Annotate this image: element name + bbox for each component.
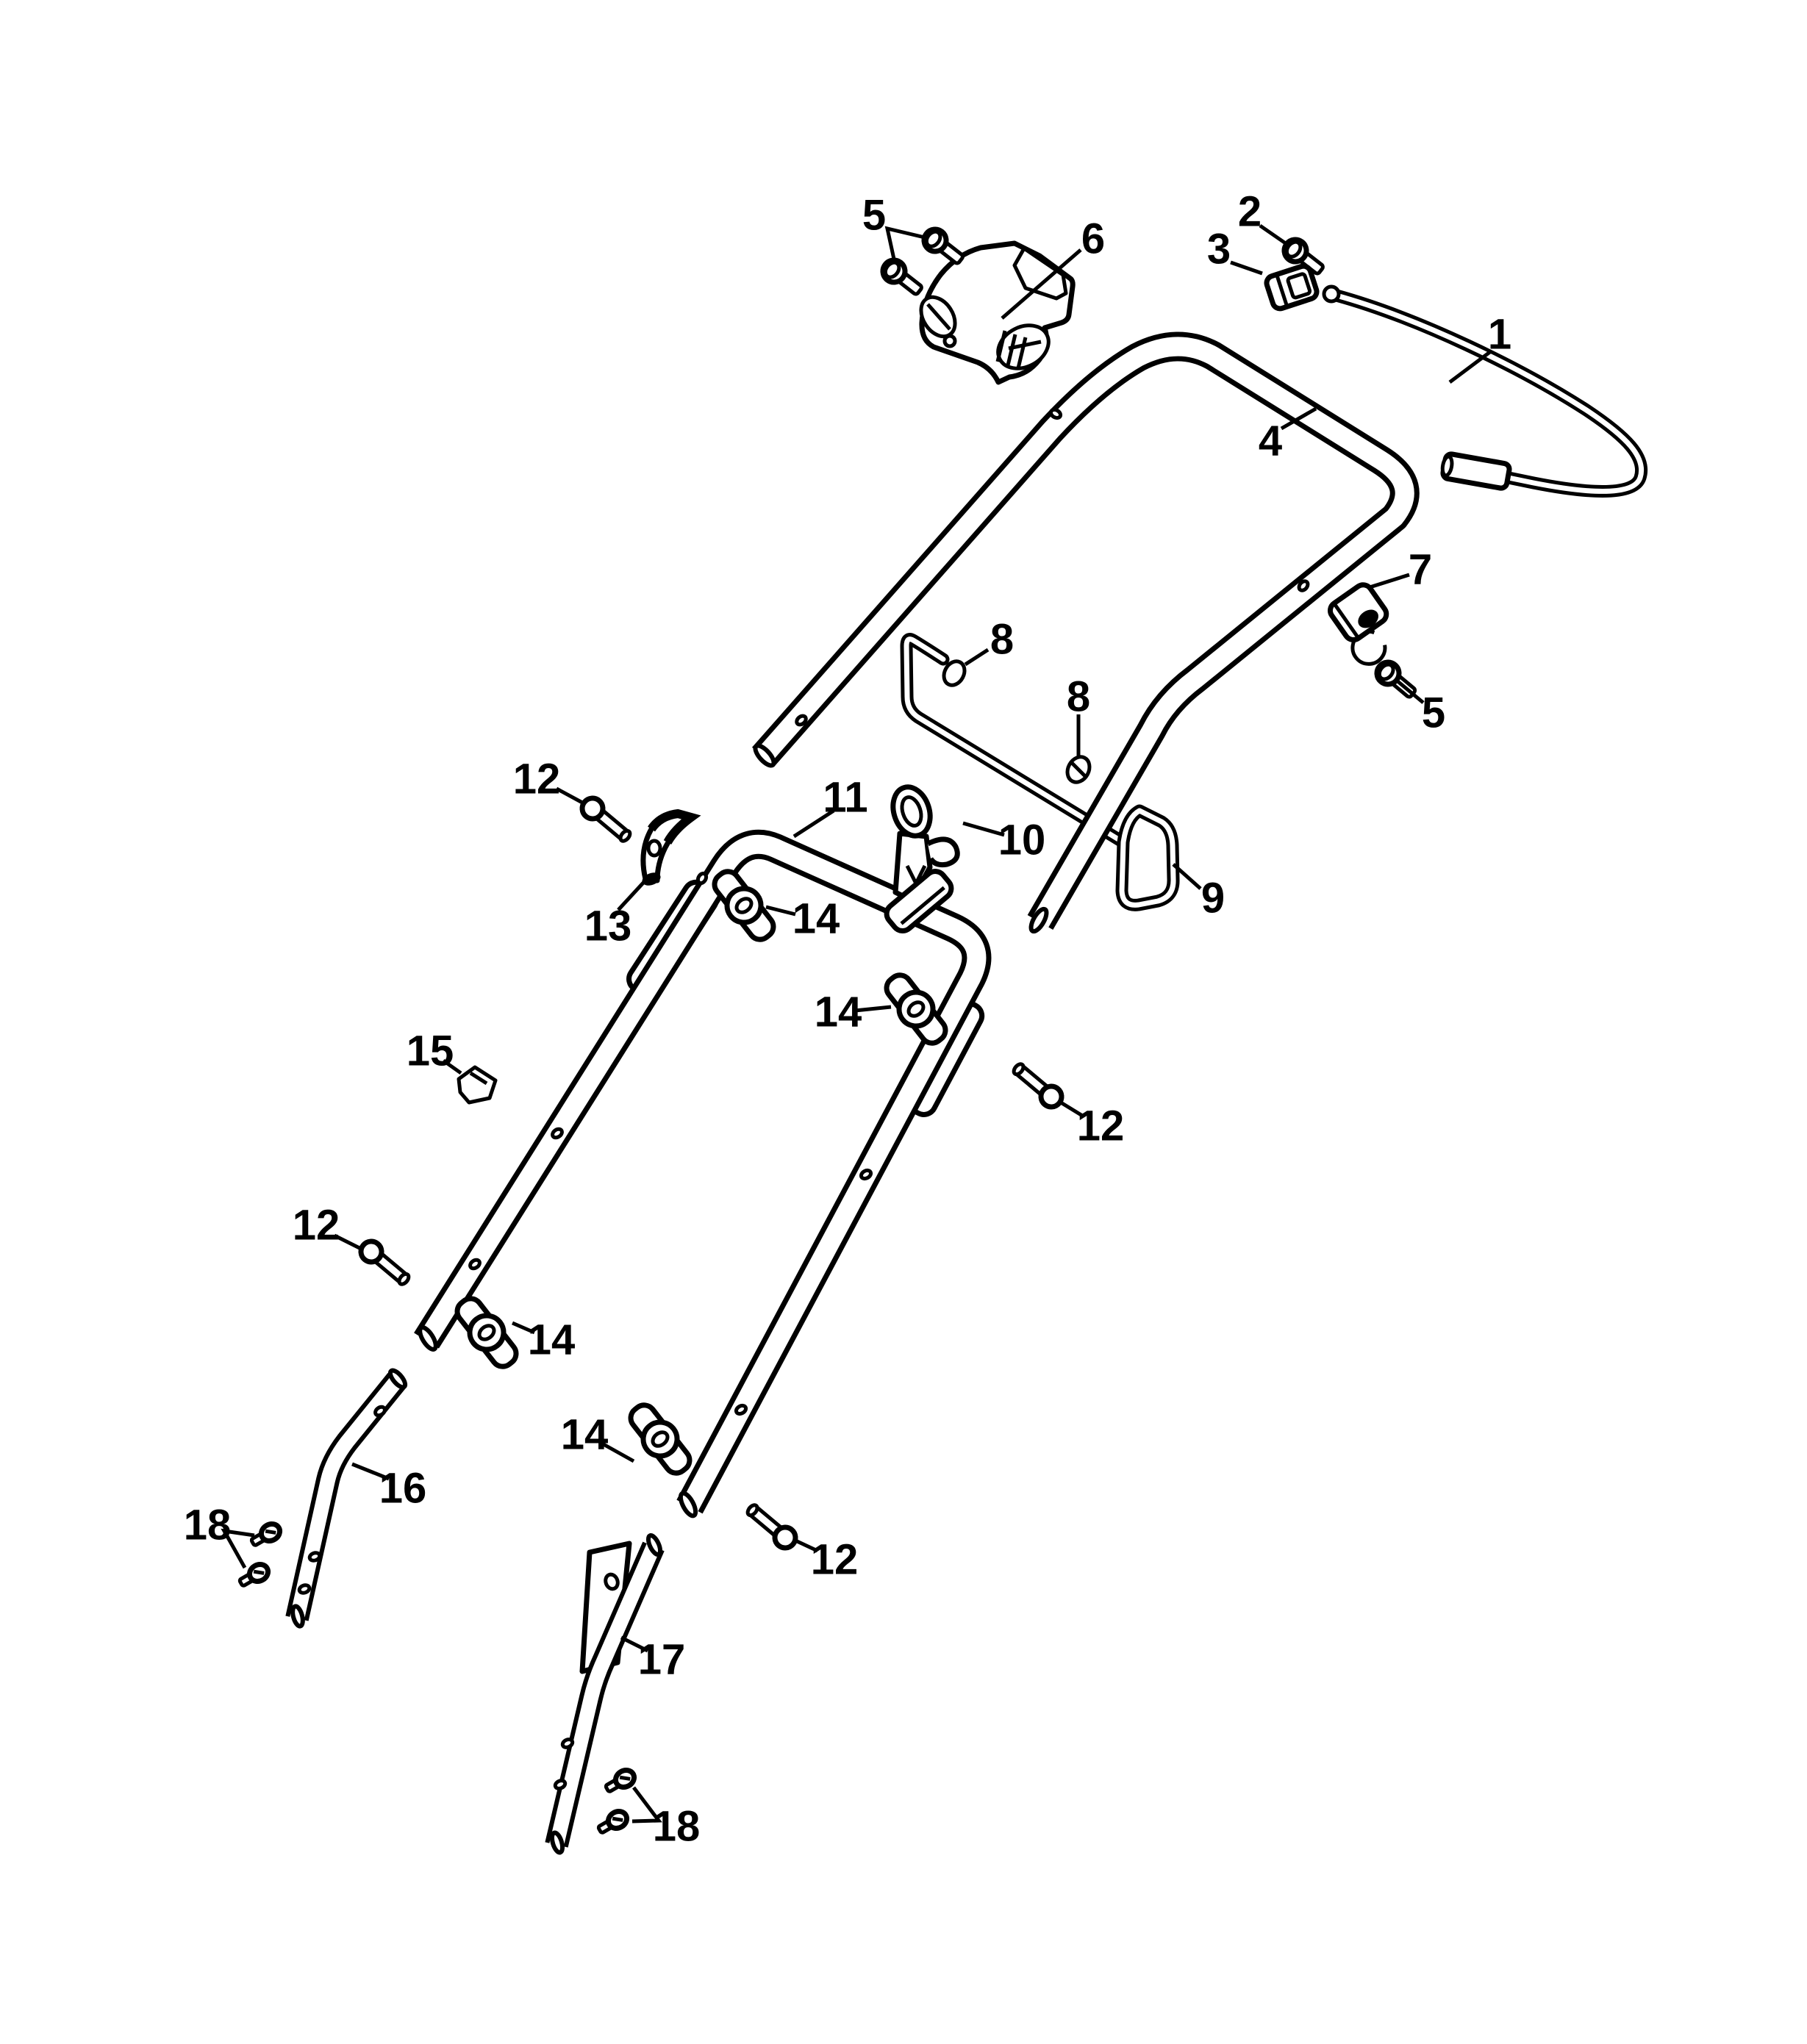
part-12-bolt-d	[1012, 1062, 1064, 1110]
part-12-bolt-a	[579, 795, 632, 843]
callout-16: 16	[379, 1465, 427, 1513]
part-7-cable-clamp	[1327, 582, 1389, 666]
housing-tab	[1012, 246, 1068, 301]
tube-open-end	[418, 1325, 438, 1352]
part-18-screw-d	[596, 1808, 630, 1835]
callout-12-d: 12	[1077, 1102, 1125, 1150]
part-3-adjuster	[1264, 263, 1320, 312]
callout-7: 7	[1409, 546, 1432, 594]
callout-8-a: 8	[990, 616, 1014, 664]
part-8-ring-b	[1065, 755, 1092, 784]
callouts: 5 6 2 3 1 4 7 5 8 8 11 10 9 12 13 14 14 …	[184, 188, 1511, 1851]
callout-14-b: 14	[815, 989, 862, 1036]
callout-14-a: 14	[792, 895, 840, 943]
plate-hole	[604, 1572, 620, 1591]
part-10-guide-bracket	[884, 784, 960, 933]
callout-2: 2	[1238, 188, 1262, 236]
part-18-screw-b	[237, 1561, 271, 1588]
callout-4: 4	[1259, 417, 1282, 465]
tube-open-end	[1028, 906, 1049, 934]
part-6-switch-housing	[919, 240, 1076, 385]
callout-3: 3	[1207, 226, 1231, 273]
callout-1: 1	[1488, 311, 1511, 359]
tube-open-end	[753, 743, 776, 768]
part-5-screw-a	[921, 226, 965, 265]
part-8-ring-a	[942, 659, 967, 687]
leader-lines	[221, 223, 1492, 1824]
tube-open-end	[678, 1491, 698, 1518]
callout-14-c: 14	[528, 1316, 576, 1364]
callout-18-bottom: 18	[653, 1803, 701, 1851]
callout-12-a: 12	[513, 756, 561, 803]
part-13-bracket	[640, 808, 701, 886]
part-14-knob-b	[884, 972, 948, 1046]
callout-9: 9	[1201, 875, 1225, 922]
callout-18-left: 18	[184, 1502, 232, 1549]
part-18-screw-c	[604, 1767, 637, 1793]
part-14-knob-a	[712, 869, 776, 942]
part-12-bolt-b	[358, 1238, 411, 1286]
callout-11: 11	[823, 774, 867, 822]
part-1-cable	[1322, 284, 1647, 498]
part-4-upper-handle	[751, 331, 1420, 934]
part-5-screw-b	[880, 257, 923, 296]
part-18-screw-a	[249, 1521, 283, 1547]
part-12-bolt-c	[745, 1503, 798, 1551]
callout-12-b: 12	[293, 1202, 340, 1249]
callout-12-c: 12	[811, 1536, 859, 1584]
callout-6: 6	[1081, 215, 1105, 263]
callout-13: 13	[584, 903, 632, 950]
part-9-guide-wire	[900, 633, 1180, 911]
bracket-hook	[926, 836, 960, 868]
cable-end-ring	[1322, 284, 1341, 304]
part-15-clip	[457, 1065, 498, 1105]
callout-14-d: 14	[561, 1411, 609, 1459]
part-11-lower-handle	[414, 829, 992, 1518]
callout-5-right: 5	[1422, 689, 1445, 737]
callout-8-b: 8	[1067, 673, 1090, 721]
callout-15: 15	[407, 1028, 454, 1075]
part-17-lower-tube-right	[545, 1533, 665, 1855]
part-16-lower-tube-left	[285, 1368, 408, 1629]
callout-5-top: 5	[862, 192, 886, 240]
part-14-knob-d	[628, 1402, 693, 1476]
callout-10: 10	[998, 817, 1046, 864]
callout-17: 17	[638, 1636, 686, 1684]
part-14-knob-c	[454, 1296, 519, 1369]
